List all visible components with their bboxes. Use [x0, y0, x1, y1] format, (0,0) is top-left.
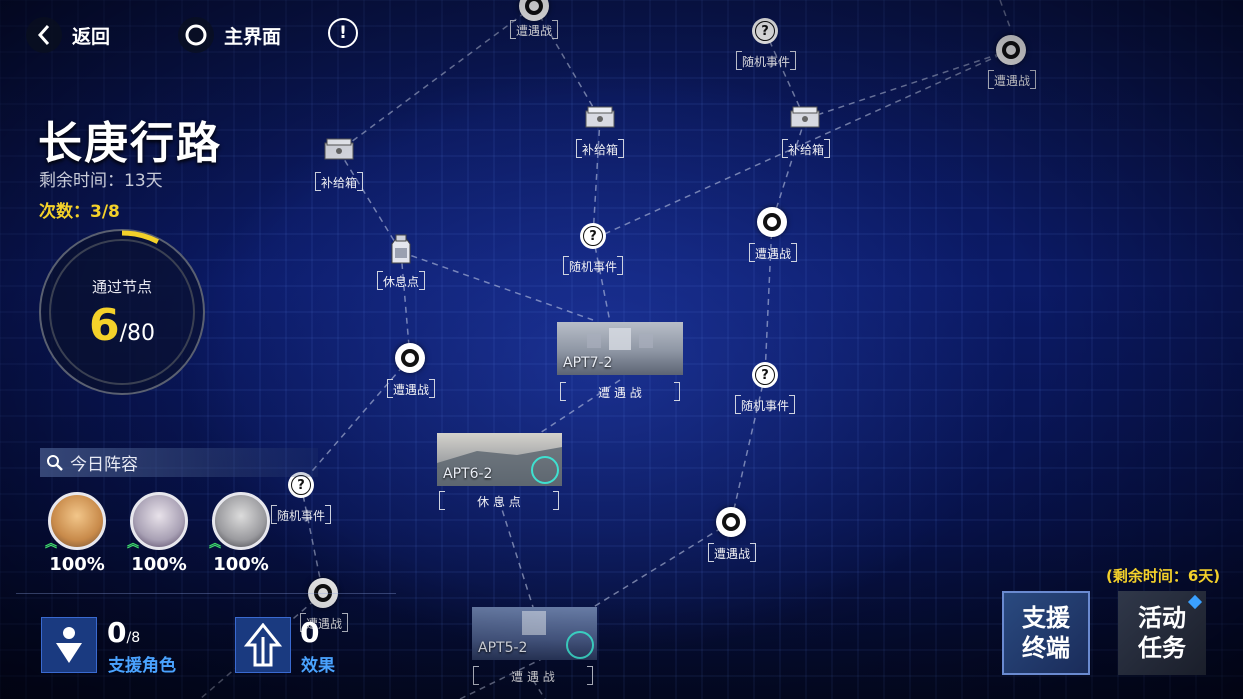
node-label-random: 随机事件	[562, 256, 624, 275]
support-terminal-label: 支援终端	[1022, 604, 1070, 662]
stage-code: APT7-2	[563, 355, 613, 371]
path-segment	[592, 235, 611, 323]
attempt-count: 次数：3/8	[39, 202, 120, 222]
effect-count: 0	[300, 616, 320, 649]
stage-card-apt7[interactable]: APT7-2	[557, 322, 683, 375]
node-label-encounter: 遭遇战	[509, 20, 559, 39]
encounter-icon[interactable]	[996, 35, 1026, 65]
support-count-total: /8	[126, 630, 141, 646]
today-lineup-bar[interactable]: 今日阵容	[40, 448, 318, 477]
stage-type-label: 遭 遇 战	[473, 666, 593, 685]
supply-box-icon[interactable]	[790, 106, 820, 132]
progress-total: /80	[119, 321, 156, 346]
stage-type-label: 遭 遇 战	[560, 382, 680, 401]
random-event-icon[interactable]: ?	[752, 362, 778, 388]
node-label-encounter: 遭遇战	[748, 243, 798, 262]
node-label-supply: 补给箱	[314, 172, 364, 191]
progress-ring	[39, 229, 205, 395]
path-segment	[999, 0, 1012, 31]
chevron-left-icon	[26, 17, 62, 53]
member-percent: 100%	[131, 554, 187, 575]
progress-current: 6	[88, 300, 120, 351]
path-segment	[804, 49, 1012, 120]
path-segment	[300, 484, 324, 594]
stage-card-apt6[interactable]: APT6-2	[437, 433, 562, 486]
path-segment	[771, 118, 806, 223]
home-circle-icon	[178, 17, 214, 53]
path-segment	[498, 499, 534, 608]
node-label-random: 随机事件	[735, 51, 797, 70]
progress-value: 6/80	[38, 300, 206, 351]
rank-up-icon: ︽	[45, 536, 58, 550]
member-percent: 100%	[213, 554, 269, 575]
activity-task-button[interactable]: 活动任务	[1118, 591, 1206, 675]
encounter-icon[interactable]	[757, 207, 787, 237]
node-label-random: 随机事件	[270, 505, 332, 524]
home-button[interactable]: 主界面	[178, 17, 281, 53]
avatar[interactable]	[212, 492, 270, 550]
progress-label: 通过节点	[91, 278, 152, 296]
rank-up-icon: ︽	[209, 536, 222, 550]
task-remaining-time: (剩余时间：6天)	[1106, 567, 1221, 585]
support-character-label[interactable]: 支援角色	[108, 656, 176, 676]
node-label-encounter: 遭遇战	[707, 543, 757, 562]
effect-label[interactable]: 效果	[301, 656, 335, 676]
avatar[interactable]	[130, 492, 188, 550]
path-segment	[592, 118, 601, 237]
rest-point-icon[interactable]	[386, 234, 416, 270]
node-label-encounter: 遭遇战	[987, 70, 1037, 89]
support-count: 0/8	[107, 616, 140, 649]
home-label: 主界面	[224, 25, 282, 48]
member-percent: 100%	[49, 554, 105, 575]
search-icon	[47, 454, 63, 471]
stage-type-label: 休 息 点	[439, 491, 559, 510]
remaining-time: 剩余时间：13天	[39, 171, 163, 191]
effect-icon[interactable]	[235, 617, 291, 673]
support-character-icon[interactable]	[41, 617, 97, 673]
divider	[16, 593, 396, 594]
avatar[interactable]	[48, 492, 106, 550]
back-label: 返回	[72, 25, 111, 48]
supply-box-icon[interactable]	[585, 106, 615, 132]
back-button[interactable]: 返回	[26, 17, 110, 53]
lineup-label: 今日阵容	[70, 455, 138, 475]
info-icon[interactable]: !	[328, 18, 358, 48]
node-label-rest: 休息点	[376, 271, 426, 290]
supply-box-icon[interactable]	[324, 138, 354, 164]
node-label-supply: 补给箱	[575, 139, 625, 158]
encounter-icon[interactable]	[716, 507, 746, 537]
stage-card-apt5[interactable]: APT5-2	[472, 607, 597, 660]
node-label-supply: 补给箱	[781, 139, 831, 158]
support-count-value: 0	[107, 616, 127, 649]
random-event-icon[interactable]: ?	[752, 18, 778, 44]
random-event-icon[interactable]: ?	[580, 223, 606, 249]
node-label-random: 随机事件	[734, 395, 796, 414]
event-title: 长庚行路	[38, 118, 222, 169]
node-label-encounter: 遭遇战	[386, 379, 436, 398]
stage-code: APT5-2	[478, 640, 528, 656]
support-terminal-button[interactable]: 支援终端	[1002, 591, 1090, 675]
stage-code: APT6-2	[443, 466, 493, 482]
rank-up-icon: ︽	[127, 536, 140, 550]
encounter-icon[interactable]	[395, 343, 425, 373]
activity-task-label: 活动任务	[1138, 604, 1186, 662]
path-segment	[338, 5, 535, 152]
